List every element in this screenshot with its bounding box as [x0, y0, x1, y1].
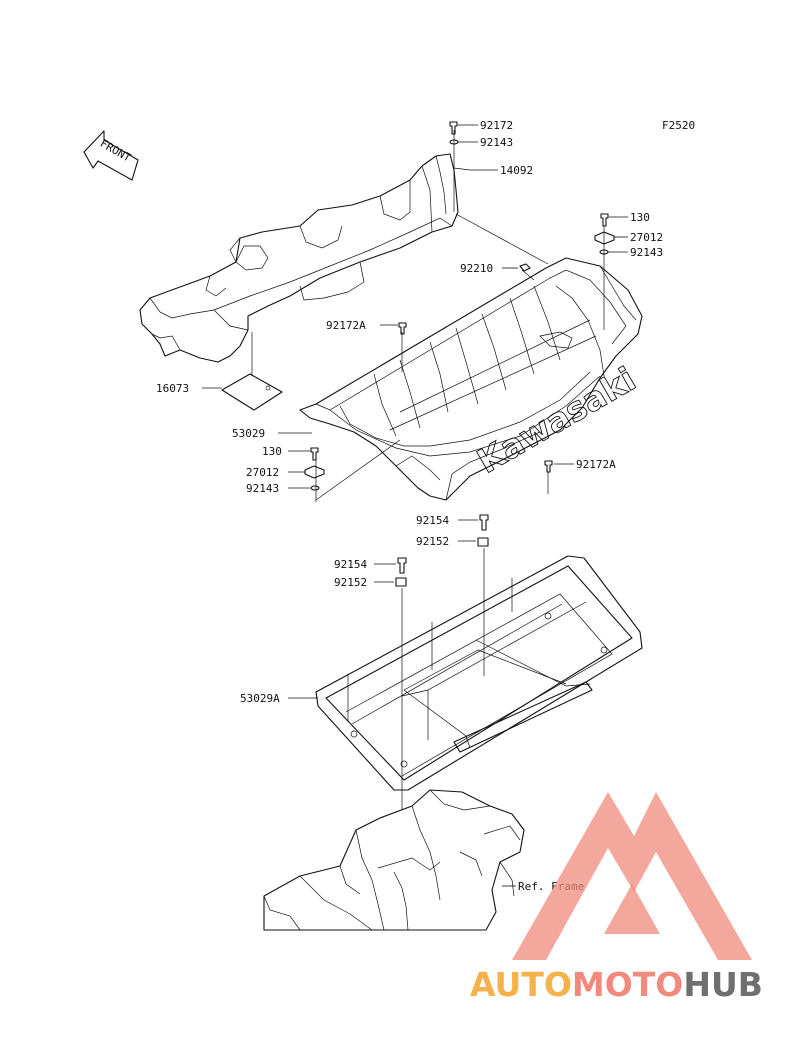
watermark-text-moto: MOTO [572, 965, 683, 1004]
washer-icon [310, 485, 320, 491]
callout-92154-right: 92154 [416, 514, 449, 527]
pad-hole [265, 385, 271, 391]
callout-92172-top: 92172 [480, 119, 513, 132]
callout-92172A-right: 92172A [576, 458, 616, 471]
callout-92143-right: 92143 [630, 246, 663, 259]
callout-92172A-left: 92172A [326, 319, 366, 332]
callout-27012-right: 27012 [630, 231, 663, 244]
vehicle-frame [263, 789, 525, 931]
bolt-icon [600, 213, 609, 227]
bolt-icon [449, 121, 458, 135]
hardware [304, 121, 615, 587]
callout-92143-top: 92143 [480, 136, 513, 149]
callout-27012-left: 27012 [246, 466, 279, 479]
watermark-triangle-icon [512, 792, 752, 960]
nut-icon [395, 577, 407, 587]
callout-92154-left: 92154 [334, 558, 367, 571]
watermark-text-auto: AUTO [470, 965, 572, 1004]
pad-16073 [221, 373, 283, 411]
grommet-icon [519, 263, 531, 272]
figure-code: F2520 [662, 119, 695, 132]
callout-92152-right: 92152 [416, 535, 449, 548]
callout-53029A: 53029A [240, 692, 280, 705]
bolt-icon [310, 447, 319, 461]
watermark-logo: AUTOMOTOHUB [470, 792, 763, 1004]
callout-92143-left: 92143 [246, 482, 279, 495]
callout-92210: 92210 [460, 262, 493, 275]
callout-16073: 16073 [156, 382, 189, 395]
svg-text:AUTOMOTOHUB: AUTOMOTOHUB [470, 965, 763, 1004]
bolt-icon [544, 460, 553, 473]
clip-icon [594, 231, 615, 245]
leader-lines [202, 124, 628, 887]
bed-cover-14092 [139, 153, 459, 363]
bolt-icon [398, 322, 407, 335]
callout-labels: 92172 92143 14092 130 27012 92143 92210 … [156, 119, 663, 893]
callout-92152-left: 92152 [334, 576, 367, 589]
bolt-icon [397, 557, 407, 574]
bolt-icon [479, 514, 489, 531]
callout-14092: 14092 [500, 164, 533, 177]
clip-icon [304, 465, 325, 479]
callout-130-right: 130 [630, 211, 650, 224]
rack-frame-53029A [315, 555, 643, 791]
nut-icon [477, 537, 489, 547]
front-arrow-icon: FRONT [83, 130, 139, 181]
watermark-text-hub: HUB [683, 965, 763, 1004]
callout-130-left: 130 [262, 445, 282, 458]
callout-53029: 53029 [232, 427, 265, 440]
